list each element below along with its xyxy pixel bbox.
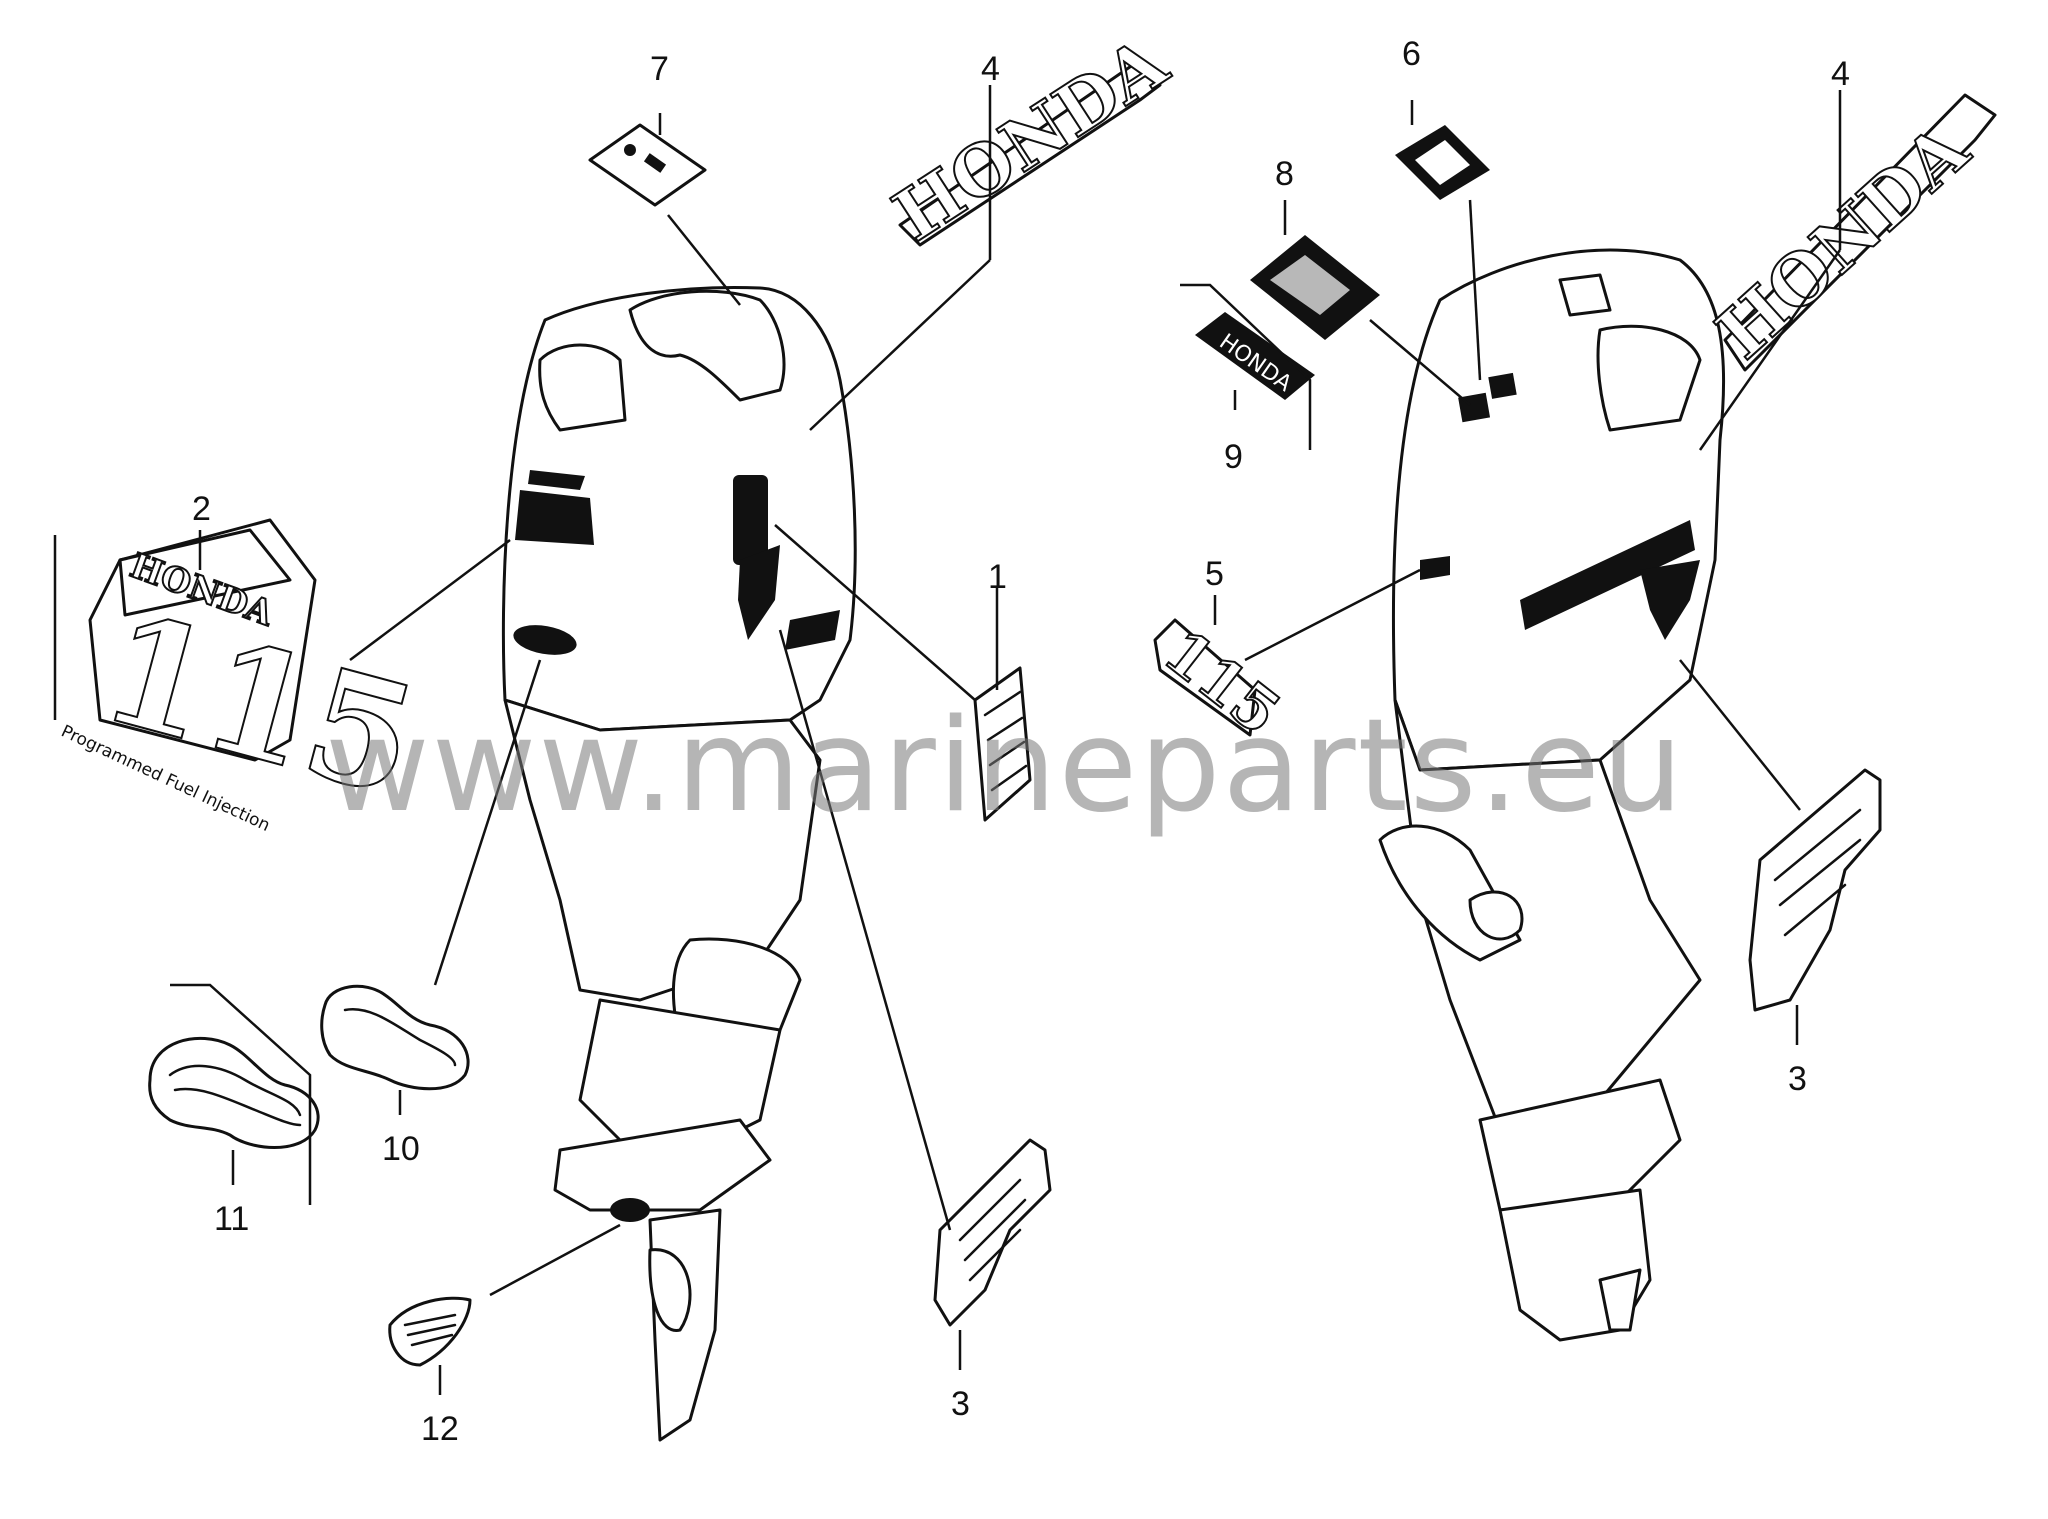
leader-lines: [53, 85, 1842, 1395]
decal-12-emblem: [388, 1296, 472, 1367]
callout-12: 12: [421, 1410, 459, 1448]
callout-3-left: 3: [951, 1385, 970, 1423]
callout-2: 2: [192, 490, 211, 528]
callout-labels: 1 2 3 3 4 4 5 6 7 8 9 10 11 12: [192, 35, 1850, 1448]
decal-7-label: [588, 123, 707, 207]
decal-8-label: [1250, 235, 1380, 340]
decal-1-warning-label: [973, 666, 1032, 822]
decal-4-honda-strip-right: HONDA: [1700, 93, 1997, 376]
decal-3-grip-left: [933, 1138, 1052, 1327]
outboard-engine-left: [501, 285, 857, 1442]
callout-3-right: 3: [1788, 1060, 1807, 1098]
watermark-text: www.marineparts.eu: [325, 692, 1685, 841]
callout-10: 10: [382, 1130, 420, 1168]
decal-11-oval-badge: [148, 1037, 320, 1149]
callout-1: 1: [988, 558, 1007, 596]
decal-4-honda-strip-left: HONDA: [878, 19, 1183, 258]
callout-4-left: 4: [981, 50, 1000, 88]
callout-5: 5: [1205, 555, 1224, 593]
decal-10-oval-badge: [320, 984, 470, 1091]
honda-text-left: HONDA: [879, 20, 1182, 257]
honda-text-right: HONDA: [1701, 107, 1985, 375]
decal-9-label: HONDA: [1195, 312, 1315, 400]
outboard-engine-right: [1378, 248, 1726, 1342]
callout-11: 11: [214, 1200, 249, 1238]
callout-6: 6: [1402, 35, 1421, 73]
decal-6-label: [1395, 125, 1490, 200]
callout-4-right: 4: [1831, 55, 1850, 93]
callout-9: 9: [1224, 438, 1243, 476]
decal-3-grip-right: [1748, 768, 1882, 1012]
callout-7: 7: [650, 50, 669, 88]
callout-8: 8: [1275, 155, 1294, 193]
